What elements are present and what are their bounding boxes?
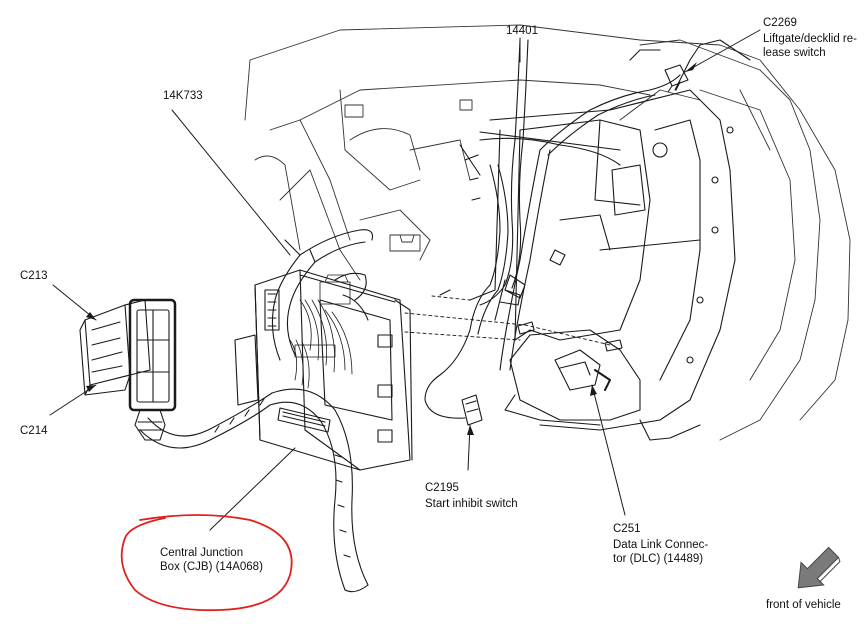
callout-c2195-desc: Start inhibit switch	[425, 498, 518, 510]
leader-arrowheads	[86, 62, 697, 435]
callout-cjb: Central Junction Box (CJB) (14A068)	[160, 547, 263, 573]
callout-c251-desc: Data Link Connec- tor (DLC) (14489)	[613, 539, 709, 565]
alignment-lines	[404, 295, 611, 346]
leader-lines	[49, 29, 761, 531]
highlight-circle	[120, 514, 293, 612]
connector-c213-c214	[79, 298, 177, 441]
callout-14k733: 14K733	[163, 90, 203, 102]
connector-c2269	[664, 64, 689, 93]
harness-14k733	[139, 229, 374, 593]
callout-c2269-desc: Liftgate/decklid re- lease switch	[763, 33, 857, 59]
cjb-wiring	[289, 274, 353, 389]
instrument-panel-outline	[244, 24, 851, 441]
dlc-pocket	[504, 329, 641, 426]
connector-c2195	[461, 394, 483, 426]
center-stack-bracket	[469, 39, 751, 441]
callout-c213: C213	[20, 270, 48, 282]
harness-14401	[424, 39, 681, 419]
front-of-vehicle-label: front of vehicle	[766, 599, 841, 611]
callout-c2269-code: C2269	[763, 17, 797, 29]
callout-14401: 14401	[506, 25, 538, 37]
fasteners	[439, 289, 623, 352]
callout-c214: C214	[20, 425, 48, 437]
callout-c2195-code: C2195	[425, 482, 459, 494]
callout-c251-code: C251	[613, 523, 641, 535]
central-junction-box	[234, 269, 413, 471]
arrow-down-left-icon	[797, 546, 841, 589]
